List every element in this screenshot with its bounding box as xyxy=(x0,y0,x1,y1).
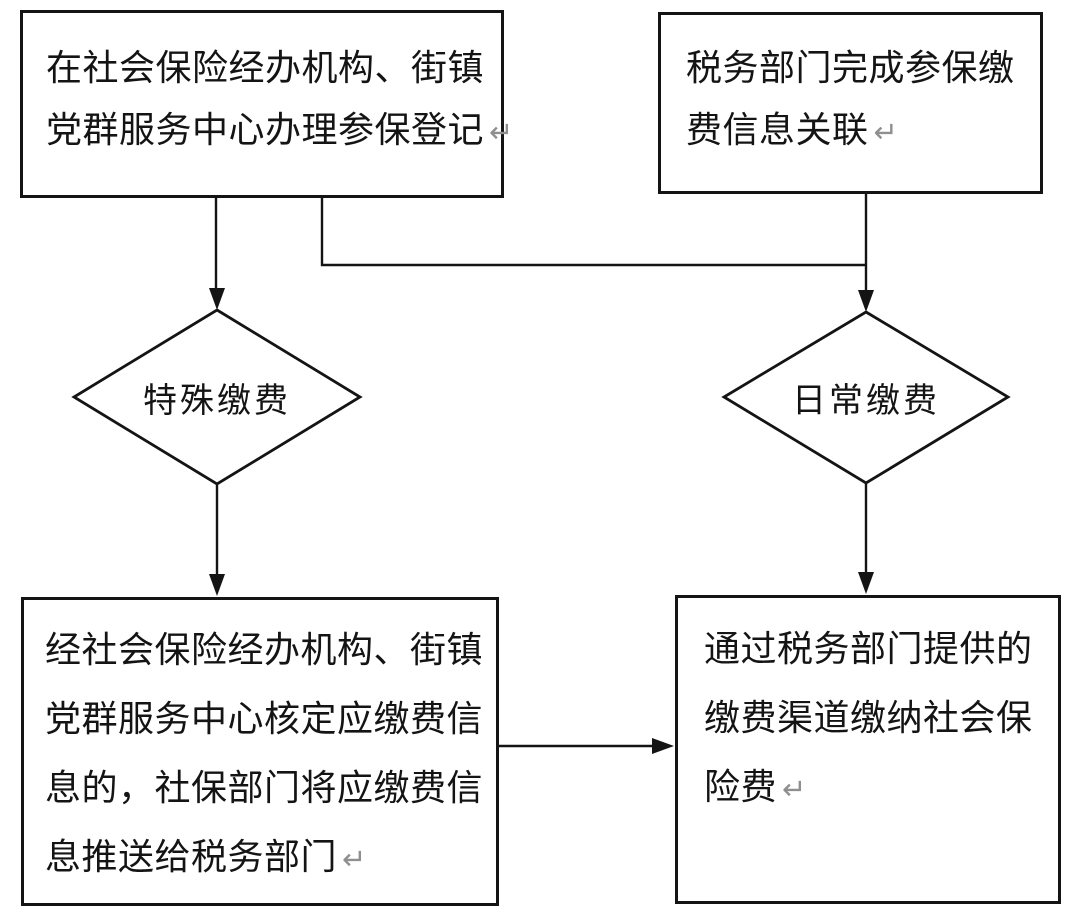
diamond-special-payment xyxy=(71,308,363,486)
arrowhead-verify-to-pay xyxy=(652,738,674,754)
diamond-daily-payment xyxy=(721,310,1011,485)
node-tax-link: 税务部门完成参保缴 费信息关联↵ xyxy=(658,12,1043,194)
arrowhead-register-to-special xyxy=(209,288,225,310)
node-daily-payment-label: 日常缴费 xyxy=(792,382,940,420)
node-verify-push: 经社会保险经办机构、街镇 党群服务中心核定应缴费信 息的，社保部门将应缴费信 息… xyxy=(21,597,499,906)
node-text-line: 税务部门完成参保缴 xyxy=(686,47,1015,88)
return-mark-icon: ↵ xyxy=(873,117,898,149)
arrowhead-special-to-verify xyxy=(209,574,225,596)
arrowhead-daily-to-pay xyxy=(858,572,874,594)
node-text-line: 息推送给税务部门↵ xyxy=(45,836,367,877)
return-mark-icon: ↵ xyxy=(342,844,367,876)
return-mark-icon: ↵ xyxy=(489,117,514,149)
node-special-payment-label: 特殊缴费 xyxy=(143,381,291,420)
return-mark-icon: ↵ xyxy=(782,774,807,806)
node-text-line: 党群服务中心办理参保登记↵ xyxy=(46,109,514,150)
node-text-line: 息的，社保部门将应缴费信 xyxy=(45,767,484,808)
node-text-line: 缴费渠道缴纳社会保 xyxy=(704,697,1033,738)
node-register: 在社会保险经办机构、街镇 党群服务中心办理参保登记↵ xyxy=(20,10,514,198)
node-text-line: 党群服务中心核定应缴费信 xyxy=(45,698,484,739)
node-text-line: 经社会保险经办机构、街镇 xyxy=(45,629,484,670)
node-pay-channel: 通过税务部门提供的 缴费渠道缴纳社会保 险费↵ xyxy=(675,595,1061,904)
node-text-line: 通过税务部门提供的 xyxy=(704,628,1033,669)
node-text-line: 在社会保险经办机构、街镇 xyxy=(46,47,485,88)
arrowhead-taxlink-to-daily xyxy=(858,290,874,312)
node-text-line: 险费↵ xyxy=(704,766,807,807)
edge-register-to-daily xyxy=(320,198,866,267)
node-text-line: 费信息关联↵ xyxy=(686,109,898,150)
